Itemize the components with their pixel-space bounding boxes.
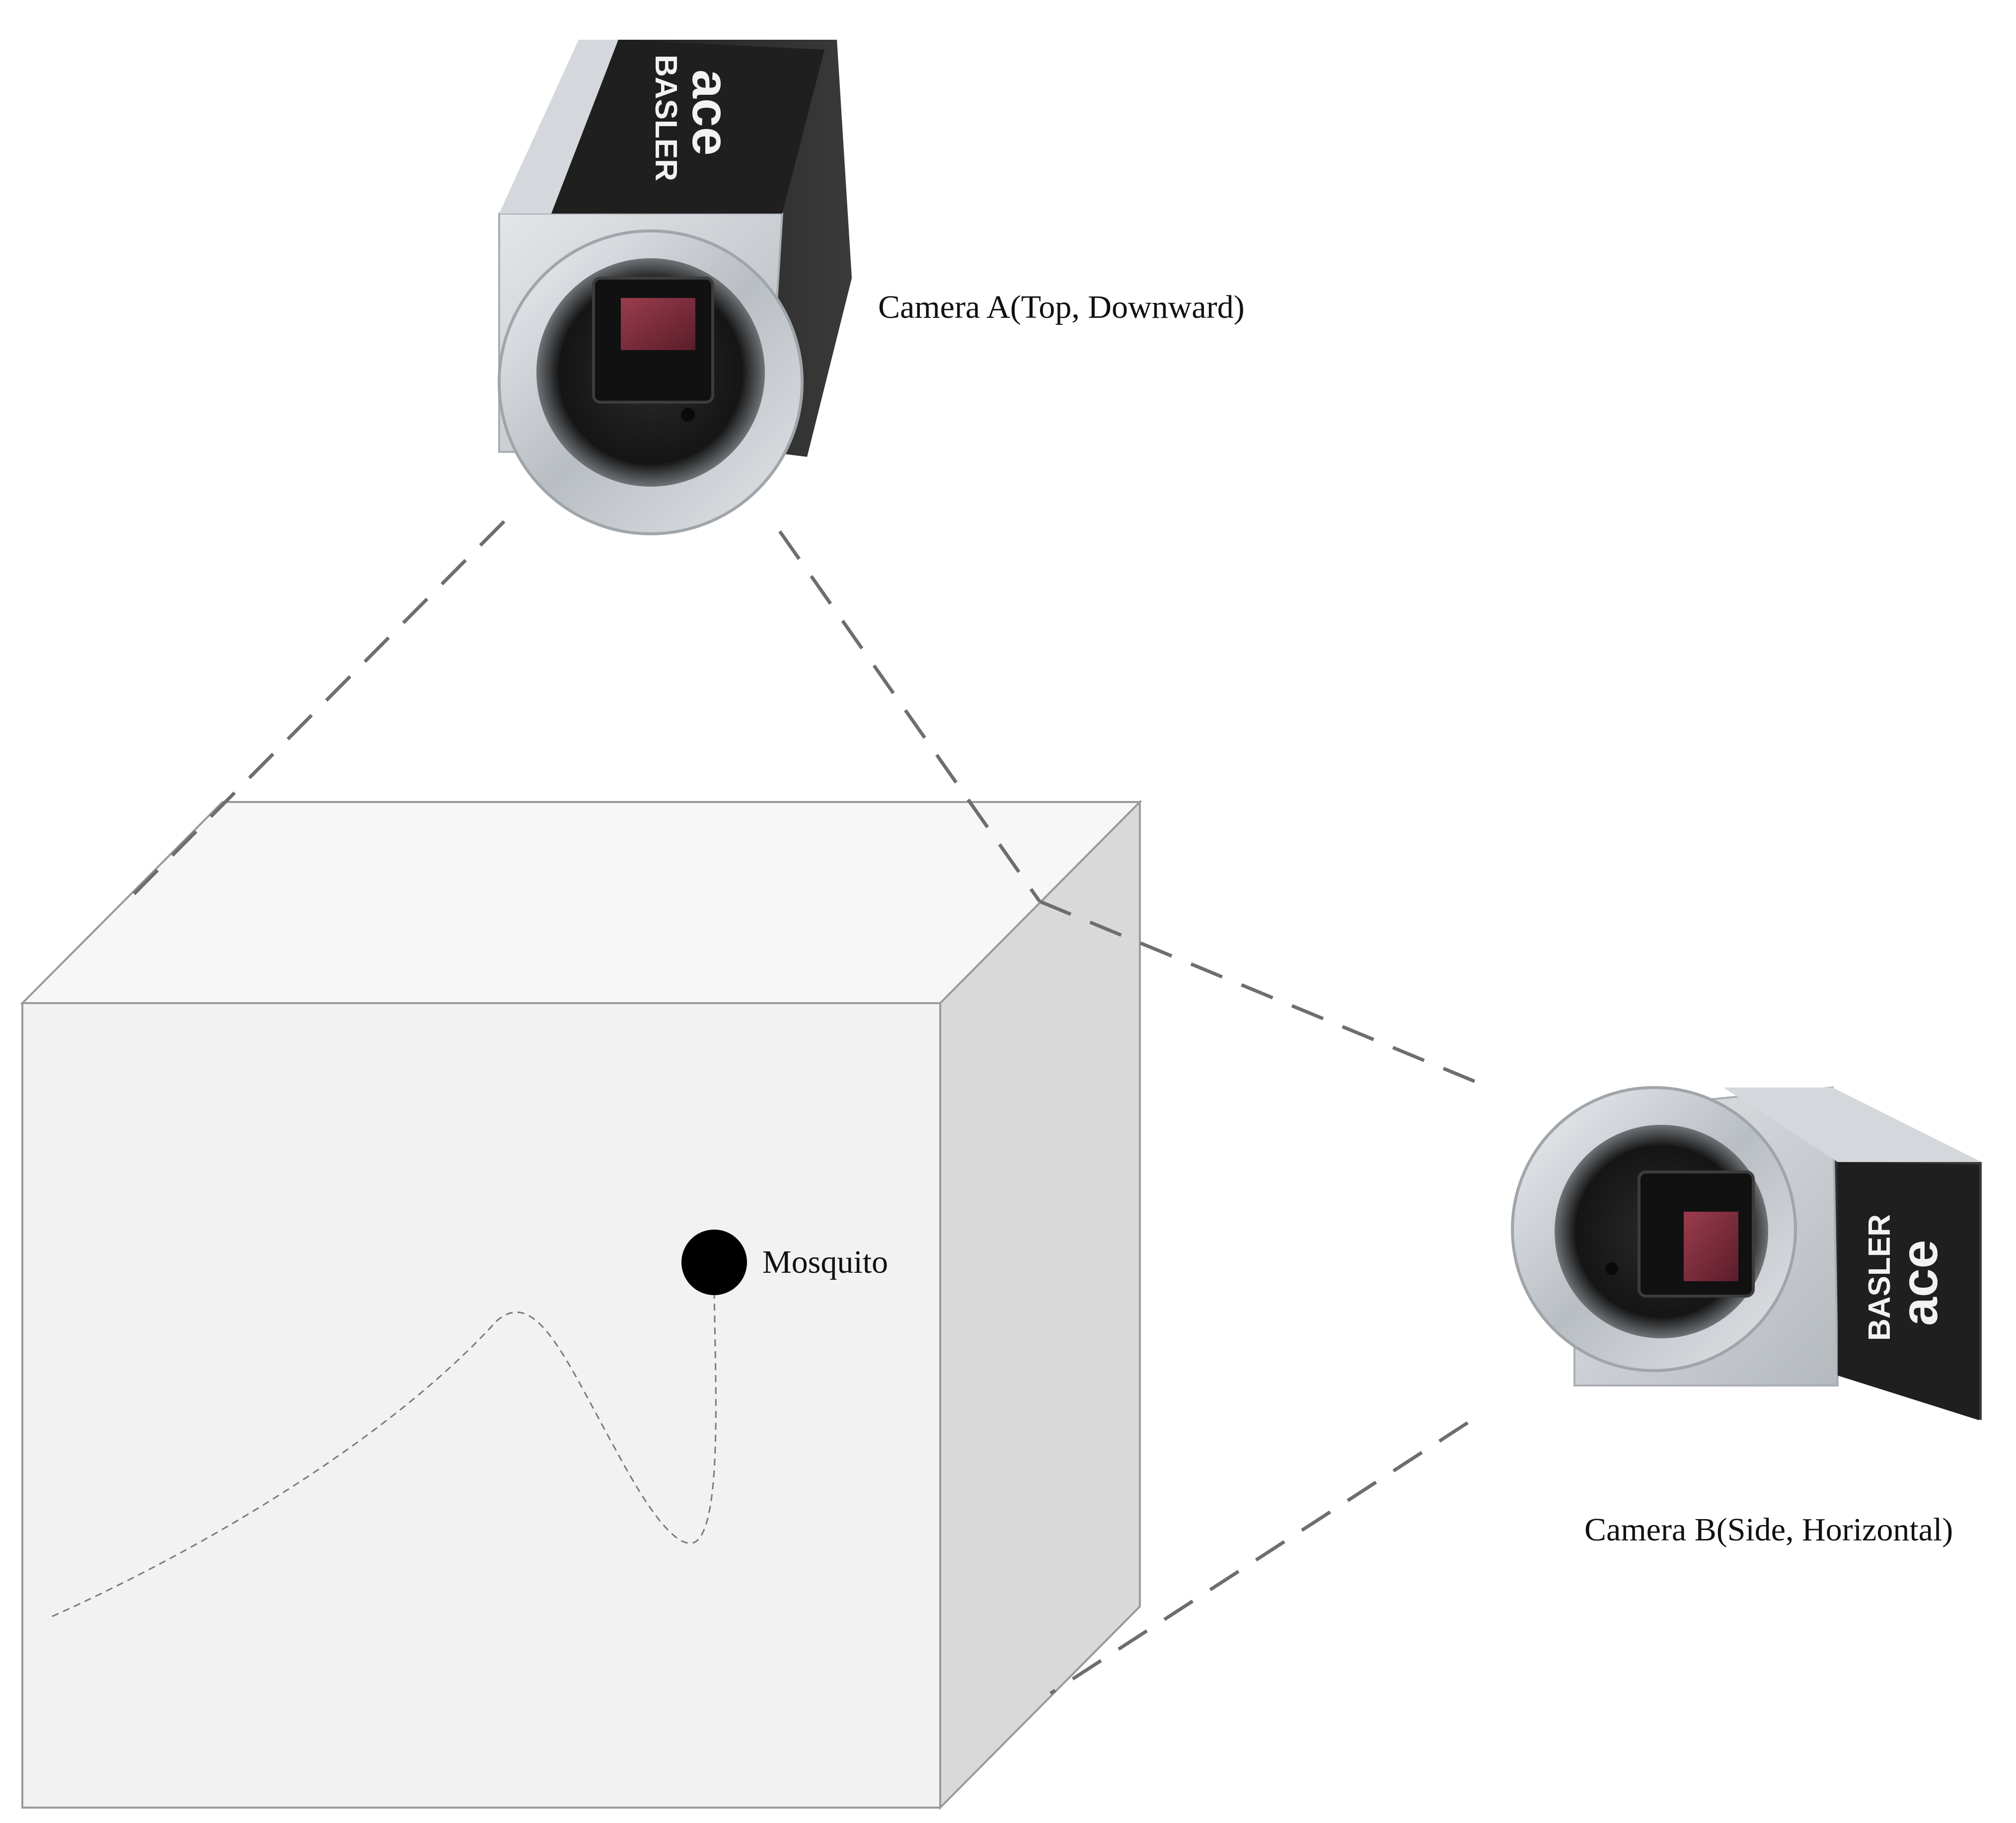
camera-a-sight-line-left: [133, 520, 506, 895]
camera-b-screw: [1605, 1262, 1618, 1275]
camera-a-logo-plate: [551, 40, 824, 214]
camera-b-sight-line-bottom: [1049, 1421, 1469, 1695]
camera-b: ace BASLER: [1511, 1086, 1982, 1420]
camera-b-label: Camera B(Side, Horizontal): [1584, 1512, 1953, 1548]
camera-a-logo: ace BASLER: [649, 55, 739, 181]
mosquito-label: Mosquito: [762, 1244, 888, 1280]
camera-b-housing-top: [1723, 1088, 1982, 1162]
camera-a-sight-line-right: [778, 530, 1041, 903]
mosquito-dot: [681, 1230, 747, 1295]
arena-box: [20, 800, 1142, 1810]
camera-a-label: Camera A(Top, Downward): [878, 289, 1245, 325]
camera-a-logo-basler: BASLER: [649, 55, 683, 181]
camera-a-logo-ace: ace: [681, 70, 739, 156]
camera-a-screw: [681, 408, 695, 422]
camera-b-sight-line-top: [1039, 899, 1479, 1085]
camera-b-logo-ace: ace: [1891, 1240, 1948, 1326]
box-front-face: [21, 1002, 941, 1809]
camera-a-housing-top: [499, 40, 618, 214]
mosquito-trajectory: [52, 1291, 717, 1617]
camera-b-logo-basler: BASLER: [1863, 1214, 1897, 1341]
camera-a-sensor: [621, 298, 695, 350]
camera-a: ace BASLER: [498, 40, 852, 535]
sight-lines: [133, 520, 1479, 1695]
camera-b-logo: ace BASLER: [1863, 1214, 1948, 1341]
camera-b-sensor: [1684, 1212, 1738, 1281]
camera-b-logo-plate: [1838, 1162, 1979, 1420]
